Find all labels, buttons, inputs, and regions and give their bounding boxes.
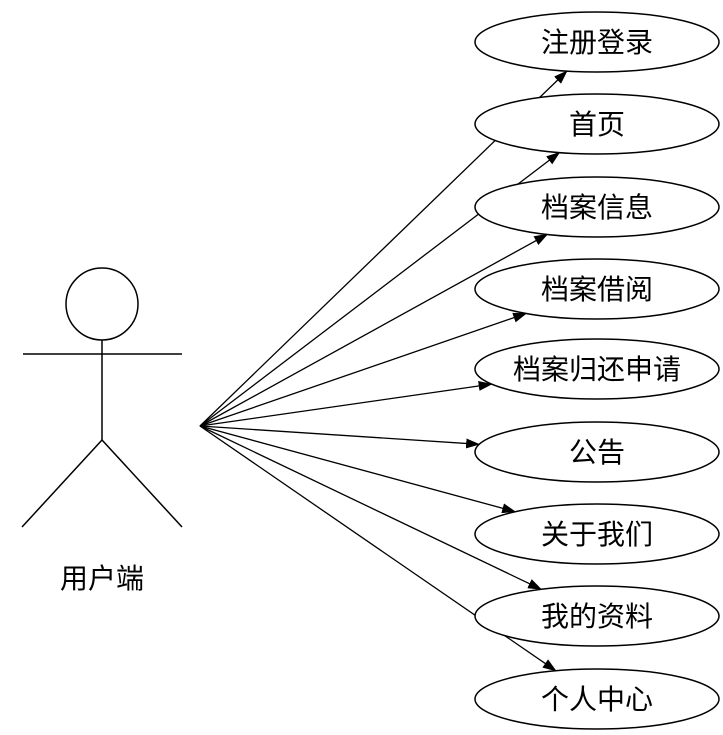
actor-head	[65, 267, 139, 341]
use-case-ellipse	[474, 338, 720, 400]
use-case-label: 个人中心	[541, 683, 653, 716]
use-case-label: 首页	[569, 108, 625, 141]
actor-label: 用户端	[60, 562, 144, 595]
use-case-ellipse	[474, 668, 720, 730]
association-arrow-announcement	[199, 425, 481, 449]
use-case-home: 首页	[474, 93, 720, 155]
association-arrow-archive-return-request	[199, 380, 493, 427]
use-case-label: 关于我们	[541, 518, 653, 551]
actor: 用户端	[21, 267, 183, 595]
use-case-archive-borrow: 档案借阅	[474, 258, 720, 320]
association-arrow-archive-borrow	[199, 312, 528, 427]
use-case-ellipse	[474, 421, 720, 483]
actor-left-leg	[21, 439, 103, 528]
use-case-label: 档案信息	[541, 191, 653, 224]
use-case-announcement: 公告	[474, 421, 720, 483]
use-case-ellipse	[474, 93, 720, 155]
association-arrow-archive-info	[199, 233, 549, 427]
use-case-ellipse	[474, 176, 720, 238]
use-case-ellipse	[474, 585, 720, 647]
use-case-label: 公告	[569, 436, 625, 469]
use-case-label: 我的资料	[541, 600, 653, 633]
use-case-archive-info: 档案信息	[474, 176, 720, 238]
use-case-ellipse	[474, 503, 720, 565]
actor-right-leg	[101, 439, 183, 528]
use-case-personal-center: 个人中心	[474, 668, 720, 730]
use-case-label: 档案归还申请	[513, 353, 681, 386]
use-case-label: 档案借阅	[541, 273, 653, 306]
use-case-ellipse	[474, 258, 720, 320]
use-case-about-us: 关于我们	[474, 503, 720, 565]
use-case-register-login: 注册登录	[474, 11, 720, 73]
use-case-my-profile: 我的资料	[474, 585, 720, 647]
association-arrow-about-us	[199, 425, 517, 514]
use-case-label: 注册登录	[541, 26, 653, 59]
use-case-archive-return-request: 档案归还申请	[474, 338, 720, 400]
associations	[199, 70, 568, 672]
association-arrow-my-profile	[199, 425, 543, 590]
use-case-ellipse	[474, 11, 720, 73]
